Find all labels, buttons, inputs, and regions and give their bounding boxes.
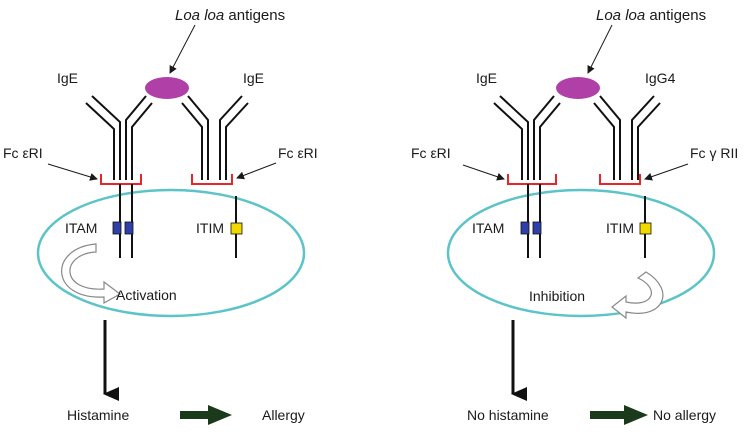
right-itim-box	[639, 222, 652, 235]
left-outcome-label: Histamine	[67, 407, 129, 423]
right-rec-left-label: Fc εRI	[411, 145, 451, 161]
right-ab-left-label: IgE	[476, 70, 497, 86]
left-itam-box-b	[124, 221, 134, 235]
left-rec-right-pointer	[236, 162, 277, 180]
right-receptor-right	[599, 174, 641, 185]
left-ab-left-label: IgE	[57, 70, 78, 86]
right-rec-right-label: Fc γ RII	[690, 145, 738, 161]
right-ab-right-label: IgG4	[645, 70, 676, 86]
right-itam-box-a	[520, 221, 530, 235]
left-receptor-right	[191, 174, 233, 185]
right-antibody-right	[593, 95, 661, 180]
right-panel: Loa loa antigens IgE IgG4 Fc εRI Fc γ RI…	[411, 7, 738, 425]
right-itim-label: ITIM	[606, 220, 634, 236]
left-itim-box	[230, 222, 243, 235]
right-signal-label: Inhibition	[529, 288, 585, 304]
right-antibody-left	[493, 95, 561, 180]
left-result-label: Allergy	[262, 407, 305, 423]
left-antigen-pointer	[169, 24, 196, 74]
right-cell	[446, 188, 716, 318]
left-antigen-italic: Loa loa	[175, 7, 224, 24]
right-itam-box-b	[532, 221, 542, 235]
left-signal-label: Activation	[116, 287, 177, 303]
right-antigen-italic: Loa loa	[596, 7, 645, 24]
right-rec-left-pointer	[462, 164, 505, 181]
right-result-label: No allergy	[653, 407, 716, 423]
left-antigen-label: Loa loa antigens	[175, 7, 285, 24]
left-itam-label: ITAM	[65, 220, 97, 236]
left-rec-left-label: Fc εRI	[3, 145, 43, 161]
left-rec-left-pointer	[47, 163, 98, 181]
right-itam-label: ITAM	[472, 220, 504, 236]
left-antigen-ellipse	[145, 77, 189, 99]
left-itim-label: ITIM	[196, 220, 224, 236]
left-rec-right-label: Fc εRI	[278, 145, 318, 161]
right-outcome-label: No histamine	[467, 407, 549, 423]
right-antigen-pointer	[587, 24, 613, 74]
right-inhibition-arrow	[611, 271, 664, 320]
left-antibody-left	[85, 95, 153, 180]
left-activation-arrow	[61, 243, 122, 305]
left-antigen-rest: antigens	[224, 7, 285, 24]
left-antibody-right	[181, 95, 249, 180]
right-antigen-ellipse	[556, 77, 600, 99]
right-antigen-label: Loa loa antigens	[596, 7, 706, 24]
left-itam-box-a	[112, 221, 122, 235]
left-ab-right-label: IgE	[243, 70, 264, 86]
right-rec-right-pointer	[644, 163, 689, 181]
right-result-arrow	[590, 405, 648, 425]
right-antigen-rest: antigens	[645, 7, 706, 24]
left-panel: Loa loa antigens IgE IgE Fc εRI Fc εRI	[3, 7, 318, 425]
right-receptor-left	[507, 174, 557, 185]
left-result-arrow	[180, 405, 232, 425]
left-cell	[36, 188, 306, 318]
